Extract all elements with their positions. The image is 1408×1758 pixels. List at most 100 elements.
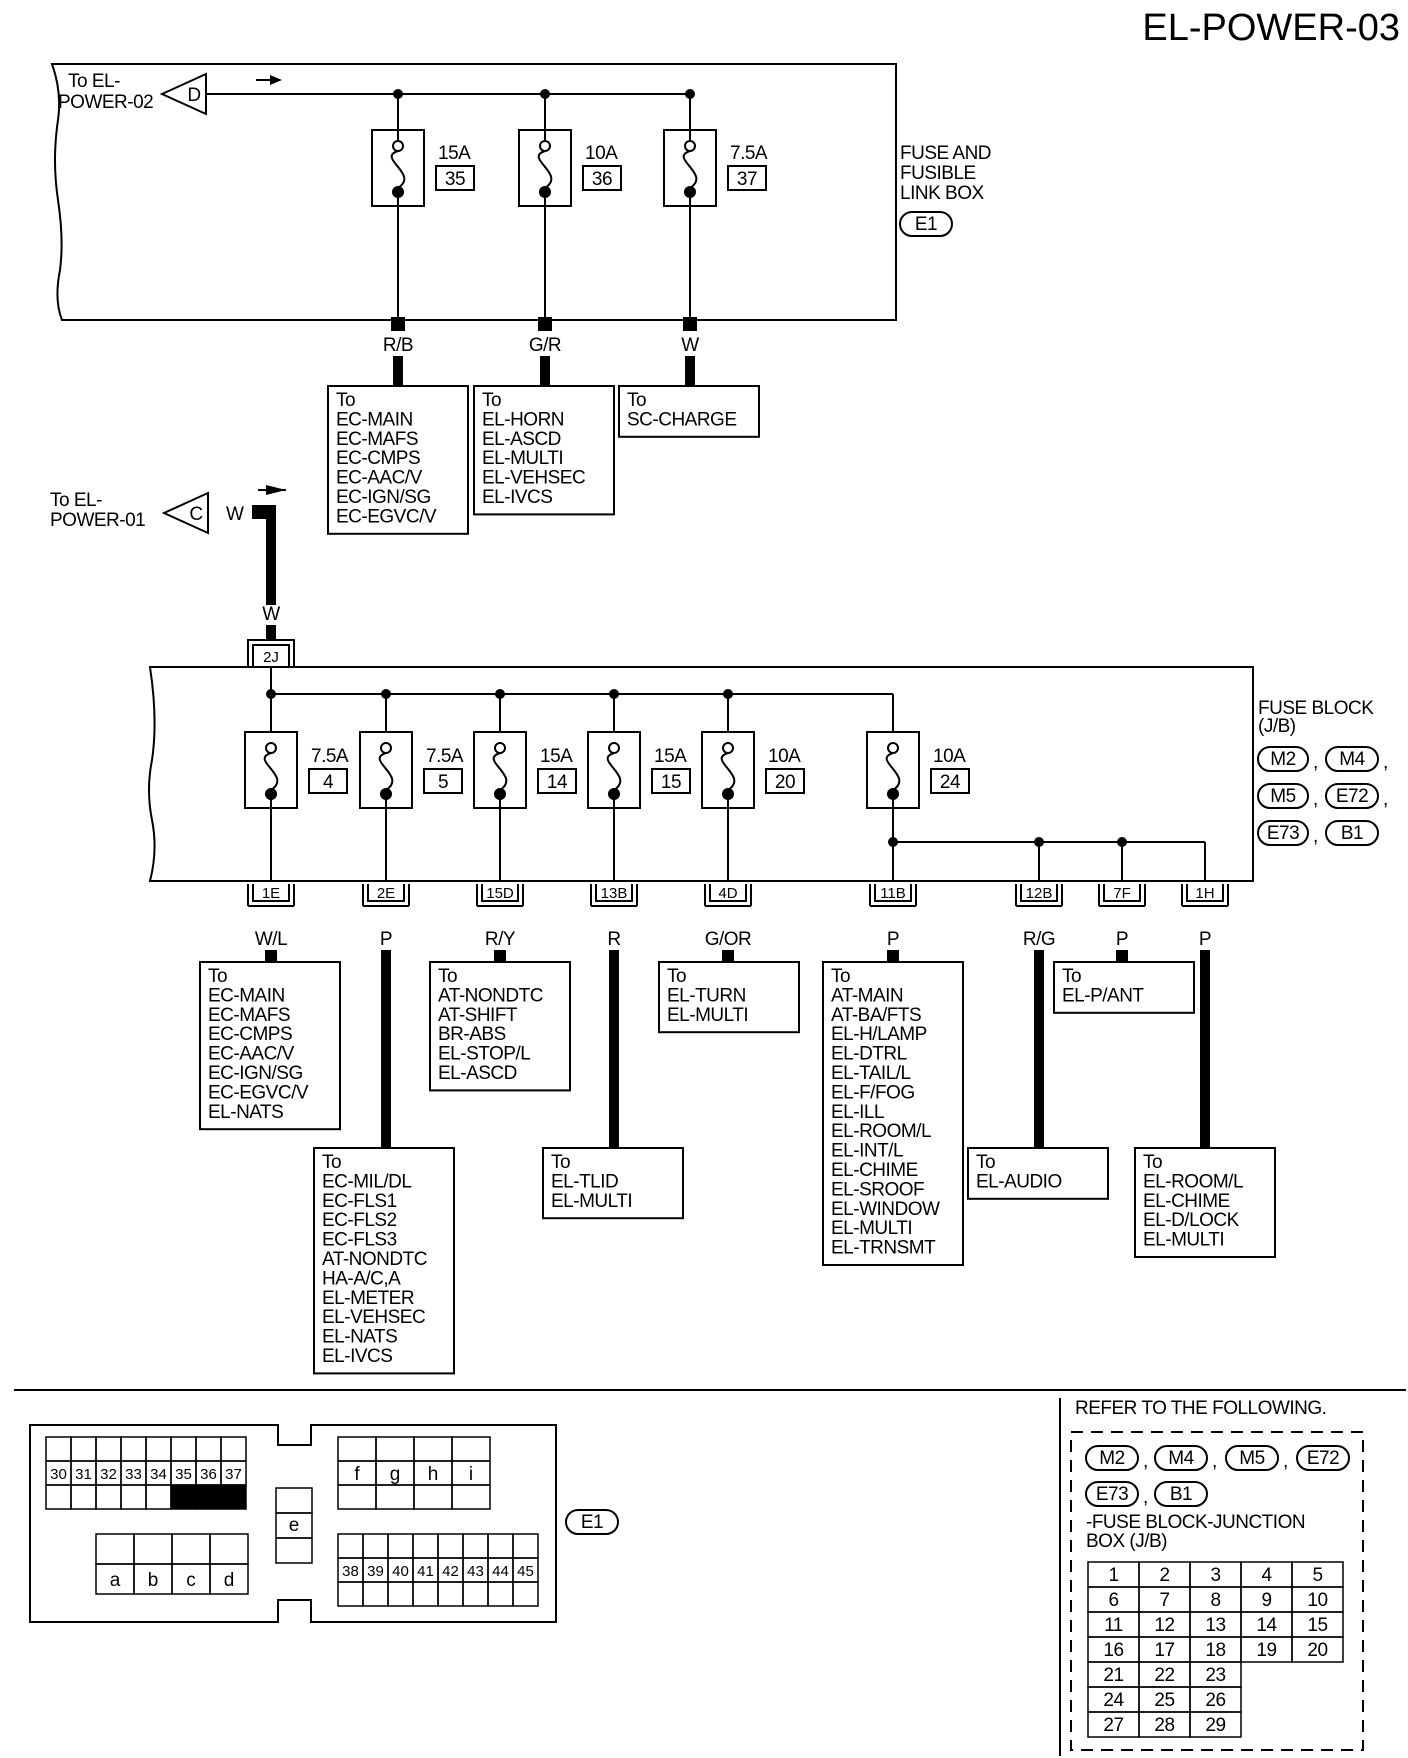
thick-wire-12b bbox=[1034, 950, 1044, 1148]
e1-cell bbox=[220, 1436, 247, 1462]
dest-box-20-line: EL-TURN bbox=[667, 985, 746, 1006]
e1-cell bbox=[451, 1436, 491, 1462]
jb-cell-22: 22 bbox=[1154, 1665, 1174, 1686]
connector-b1-label: B1 bbox=[1341, 823, 1363, 844]
dest-box-5-line: EL-VEHSEC bbox=[322, 1307, 425, 1328]
connector-1H-label: 1H bbox=[1195, 885, 1214, 902]
dest-box-5-line: AT-NONDTC bbox=[322, 1249, 427, 1270]
dest-box-35-line: EC-AAC/V bbox=[336, 468, 423, 489]
connector-4D-tab-inner bbox=[709, 884, 747, 902]
e1-cell bbox=[375, 1436, 415, 1462]
e1-pin-i: i bbox=[469, 1464, 473, 1485]
dest-box-1h bbox=[1134, 1147, 1276, 1258]
fuse-14-number-box bbox=[537, 768, 577, 794]
e1-cell bbox=[170, 1484, 197, 1510]
refer-dashed-box bbox=[1070, 1431, 1364, 1751]
e1-cell bbox=[412, 1581, 439, 1607]
fuse-top-terminal bbox=[392, 140, 404, 152]
e1-pin-d: d bbox=[224, 1570, 235, 1591]
dest-box-35-line: To bbox=[336, 390, 355, 411]
e1-cell bbox=[95, 1436, 122, 1462]
input-symbol-c-letter: C bbox=[189, 504, 202, 525]
e1-cell bbox=[275, 1487, 313, 1514]
e1-cell bbox=[145, 1484, 172, 1510]
dest-box-36-line: To bbox=[482, 390, 501, 411]
dest-box-14 bbox=[429, 961, 571, 1092]
connector-m4 bbox=[1325, 746, 1379, 772]
jb-cell-4: 4 bbox=[1261, 1565, 1272, 1586]
dest-box-7f-line: To bbox=[1062, 966, 1081, 987]
fuse-24-number: 24 bbox=[940, 772, 961, 793]
e1-cell bbox=[413, 1436, 453, 1462]
e1-cell bbox=[170, 1436, 197, 1462]
dest-box-24-line: AT-BA/FTS bbox=[831, 1005, 921, 1026]
comma: , bbox=[1313, 789, 1318, 810]
comma: , bbox=[1143, 1487, 1148, 1508]
wire-stub bbox=[722, 950, 734, 962]
refer-connector-b1 bbox=[1154, 1481, 1208, 1507]
jb-cell-21: 21 bbox=[1103, 1665, 1123, 1686]
dest-box-15-line: To bbox=[551, 1152, 570, 1173]
jb-cell-7: 7 bbox=[1159, 1590, 1169, 1611]
wire-stub bbox=[887, 950, 899, 962]
dest-box-1h-line: To bbox=[1143, 1152, 1162, 1173]
fuse-bottom-terminal bbox=[608, 788, 620, 800]
fuse-20-number: 20 bbox=[775, 772, 795, 793]
dest-box-35-line: EC-EGVC/V bbox=[336, 506, 437, 527]
connector-13B-tab bbox=[590, 884, 638, 907]
fuse-36-number: 36 bbox=[592, 169, 612, 190]
connector-m5 bbox=[1257, 783, 1309, 809]
dest-box-35-line: EC-IGN/SG bbox=[336, 487, 431, 508]
dest-box-1h-line: EL-MULTI bbox=[1143, 1230, 1224, 1251]
fuse-35-number-box bbox=[435, 165, 475, 191]
feed-wire-stub bbox=[252, 505, 266, 519]
connector-4D-tab bbox=[704, 884, 752, 907]
jb-cell-10: 10 bbox=[1307, 1590, 1327, 1611]
refer-connector-m5 bbox=[1225, 1445, 1279, 1471]
e1-pin-b: b bbox=[148, 1570, 159, 1591]
comma: , bbox=[1143, 1451, 1148, 1472]
dest-box-12b-line: EL-AUDIO bbox=[976, 1171, 1062, 1192]
e1-pin-35: 35 bbox=[175, 1466, 192, 1483]
e1-pin-e: e bbox=[289, 1515, 300, 1536]
dest-box-1h-line: EL-D/LOCK bbox=[1143, 1210, 1240, 1231]
page-title: EL-POWER-03 bbox=[1142, 7, 1400, 49]
comma: , bbox=[1383, 789, 1388, 810]
input-symbol-c bbox=[161, 491, 209, 535]
fuse-element bbox=[537, 150, 553, 189]
fuse-4-number-box bbox=[308, 768, 348, 794]
e1-cell bbox=[512, 1533, 539, 1559]
refer-connector-m4-label: M4 bbox=[1168, 1448, 1194, 1469]
thick-wire-13b bbox=[609, 950, 619, 1148]
comma: , bbox=[1383, 752, 1388, 773]
dest-box-4-line: EC-IGN/SG bbox=[208, 1063, 303, 1084]
fuse-top-terminal bbox=[887, 742, 899, 754]
e1-cell bbox=[362, 1533, 389, 1559]
fuse-37-number-box bbox=[727, 165, 767, 191]
fuse-top-terminal bbox=[608, 742, 620, 754]
wire-color: R/G bbox=[1023, 929, 1055, 950]
dest-box-5 bbox=[313, 1147, 455, 1375]
connector-11B-label: 11B bbox=[880, 885, 906, 902]
refer-connector-e72 bbox=[1296, 1445, 1350, 1471]
refer-connector-m4 bbox=[1154, 1445, 1208, 1471]
connector-1E-label: 1E bbox=[262, 885, 280, 902]
dest-box-20 bbox=[658, 961, 800, 1034]
comma: , bbox=[1313, 826, 1318, 847]
refer-connector-b1-label: B1 bbox=[1170, 1484, 1192, 1505]
fuse-37-number: 37 bbox=[737, 169, 757, 190]
jb-cell-27: 27 bbox=[1103, 1715, 1123, 1736]
dest-box-35 bbox=[327, 385, 469, 535]
fuse-4-number: 4 bbox=[323, 772, 334, 793]
wire-color: P bbox=[380, 929, 392, 950]
jb-cell-29: 29 bbox=[1205, 1715, 1225, 1736]
jb-cell-11: 11 bbox=[1104, 1615, 1123, 1636]
connector-13B-tab-inner bbox=[595, 884, 633, 902]
fuse-20-rating: 10A bbox=[768, 746, 801, 767]
e1-cell bbox=[45, 1436, 72, 1462]
refer-connector-m2 bbox=[1085, 1445, 1139, 1471]
e1-cell bbox=[412, 1533, 439, 1559]
connector-12B-label: 12B bbox=[1026, 885, 1053, 902]
dest-box-24-line: EL-DTRL bbox=[831, 1044, 907, 1065]
